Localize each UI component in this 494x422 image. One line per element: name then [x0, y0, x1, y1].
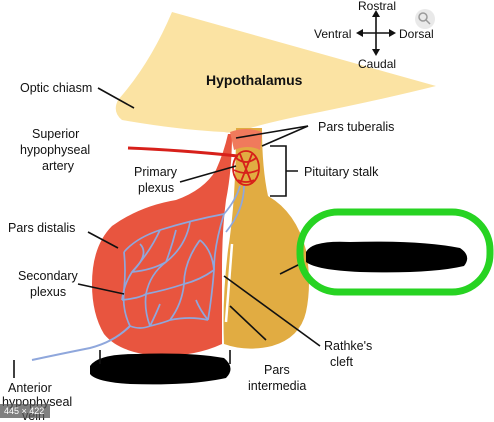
- redaction-right: [306, 241, 468, 273]
- posterior-lobe-shape: [223, 128, 309, 349]
- leader-lines: [13, 87, 321, 378]
- label-superior-artery-1: Superior: [32, 127, 79, 141]
- label-superior-artery-2: hypophyseal: [20, 143, 90, 157]
- leader-primary-plexus: [179, 165, 237, 183]
- label-pars-distalis: Pars distalis: [8, 221, 75, 235]
- rathkes-cleft-line: [224, 243, 234, 323]
- pars-tuberalis-shape: [230, 129, 262, 150]
- label-optic-chiasm: Optic chiasm: [20, 81, 92, 95]
- size-badge-bg: [0, 404, 50, 418]
- orientation-compass: Rostral Ventral Dorsal Caudal: [314, 0, 434, 71]
- zoom-button[interactable]: [415, 9, 435, 29]
- leader-pars-tuberalis-b: [261, 125, 309, 147]
- arrow-right-icon: [389, 29, 396, 37]
- pituitary-stalk-bracket: [270, 145, 298, 197]
- label-hypothalamus: Hypothalamus: [206, 72, 303, 88]
- label-superior-artery-3: artery: [42, 159, 75, 173]
- secondary-plexus: [31, 185, 245, 361]
- label-rathkes-cleft-2: cleft: [330, 355, 353, 369]
- hypothalamus-shape: [115, 12, 436, 133]
- arrow-down-icon: [372, 49, 380, 56]
- primary-plexus: [232, 150, 260, 186]
- label-pars-intermedia-1: Pars: [264, 363, 290, 377]
- magnifier-icon: [418, 12, 431, 25]
- label-pituitary-stalk: Pituitary stalk: [304, 165, 379, 179]
- compass-dorsal: Dorsal: [399, 27, 434, 41]
- superior-artery-vessel: [127, 146, 239, 158]
- label-rathkes-cleft-1: Rathke's: [324, 339, 372, 353]
- green-highlight-box: [296, 208, 494, 296]
- leader-rathkes-cleft: [223, 275, 321, 347]
- label-secondary-plexus-1: Secondary: [18, 269, 79, 283]
- leader-optic-chiasm: [97, 87, 135, 109]
- compass-caudal: Caudal: [358, 57, 396, 71]
- compass-ventral: Ventral: [314, 27, 351, 41]
- redaction-bottom: [90, 353, 231, 385]
- label-pars-intermedia-2: intermedia: [248, 379, 306, 393]
- label-anterior-vein-1: Anterior: [8, 381, 52, 395]
- leader-secondary-plexus: [77, 283, 125, 295]
- size-badge: 445 × 422: [4, 406, 44, 416]
- arrow-up-icon: [372, 10, 380, 17]
- leader-pars-intermedia: [229, 305, 267, 341]
- leader-pars-tuberalis-a: [235, 125, 309, 139]
- label-primary-plexus-2: plexus: [138, 181, 174, 195]
- arrow-left-icon: [356, 29, 363, 37]
- label-secondary-plexus-2: plexus: [30, 285, 66, 299]
- leader-pars-distalis: [87, 231, 119, 249]
- label-primary-plexus-1: Primary: [134, 165, 178, 179]
- label-pars-tuberalis: Pars tuberalis: [318, 120, 394, 134]
- compass-rostral: Rostral: [358, 0, 396, 13]
